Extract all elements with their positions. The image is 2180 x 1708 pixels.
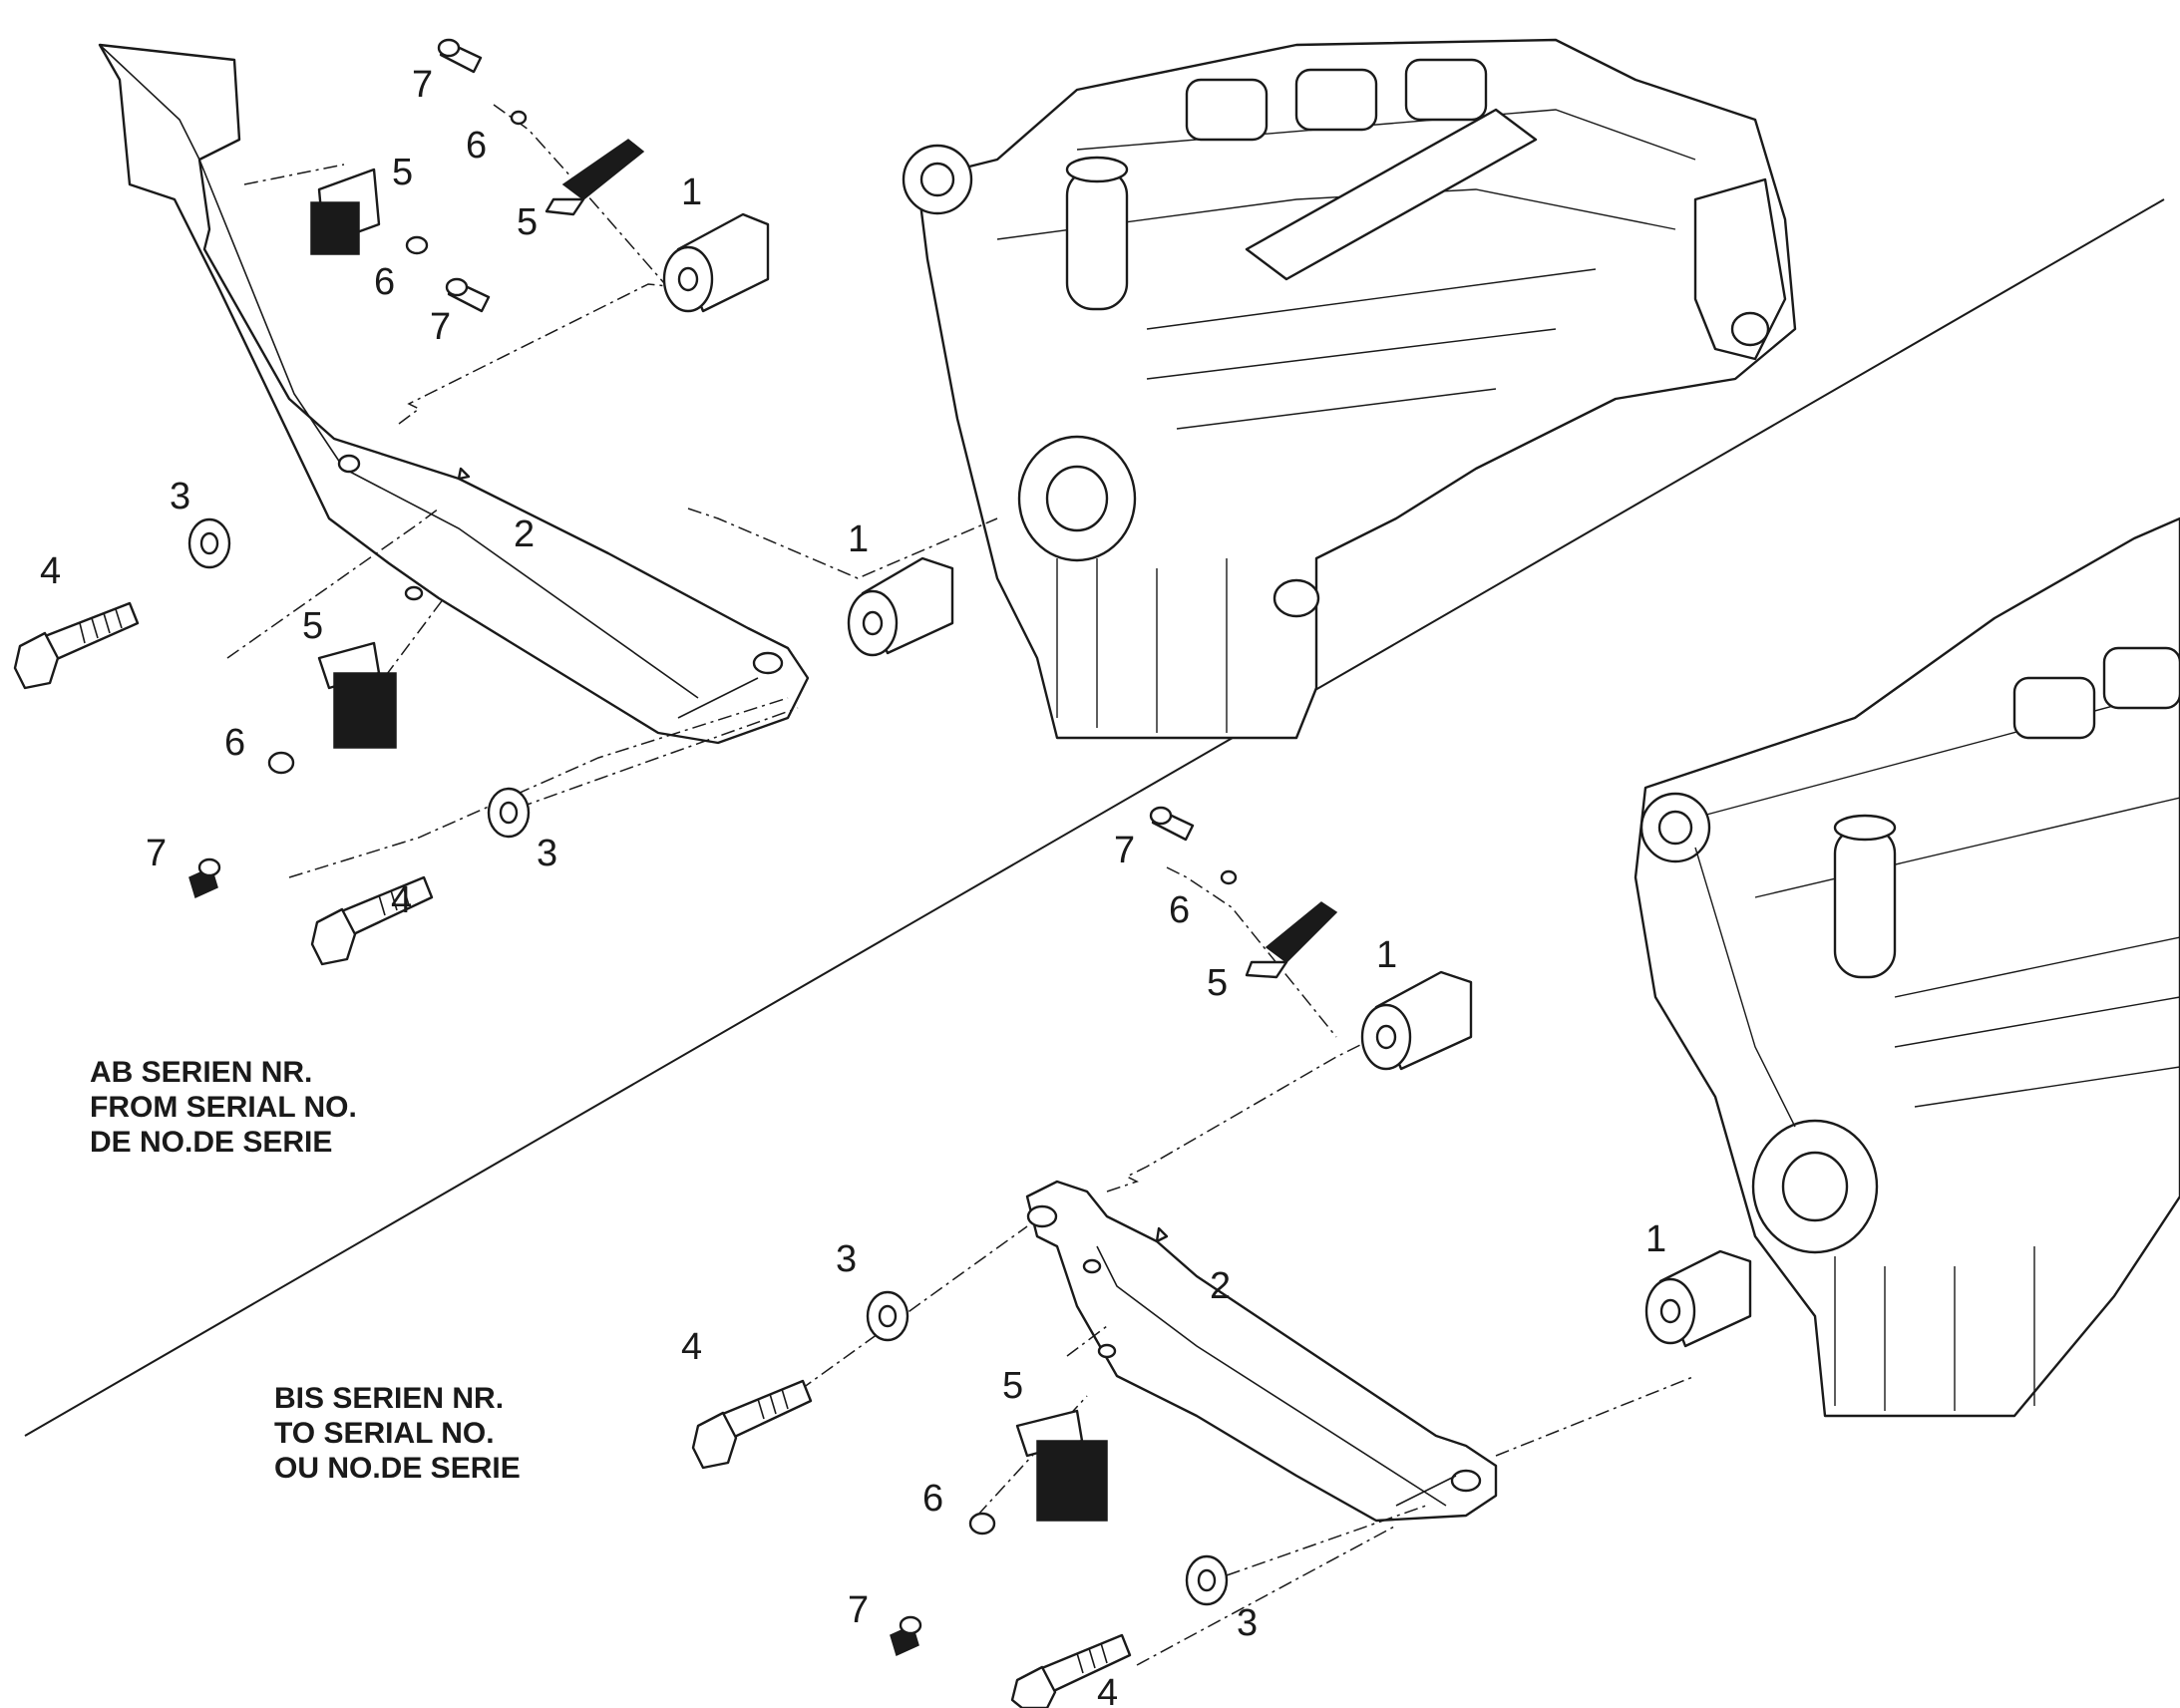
leaders-lower bbox=[777, 866, 1696, 1666]
callout-1-upper-bottom: 1 bbox=[848, 518, 869, 560]
callout-6-upper-c: 6 bbox=[224, 722, 245, 764]
washer6-upper-c bbox=[267, 751, 295, 775]
callout-4-lower-right: 4 bbox=[1097, 1672, 1118, 1708]
bolt-lower-left bbox=[691, 1379, 813, 1470]
callout-3-upper-left: 3 bbox=[170, 476, 190, 517]
engine-upper bbox=[902, 38, 1797, 740]
callout-6-upper-a: 6 bbox=[374, 261, 395, 303]
callout-7-lower-b: 7 bbox=[848, 1589, 869, 1631]
section-divider bbox=[24, 198, 2165, 1437]
callout-5-upper-c: 5 bbox=[302, 605, 323, 647]
lower-variant: 1 1 2 3 3 4 4 5 5 6 6 7 7 BIS SERIEN NR.… bbox=[274, 516, 2180, 1708]
callout-6-lower-b: 6 bbox=[922, 1478, 943, 1520]
washer6-upper-a bbox=[405, 235, 429, 255]
callout-5-upper-a: 5 bbox=[392, 152, 413, 193]
washer-lower-left bbox=[866, 1290, 909, 1342]
callout-1-lower-top: 1 bbox=[1376, 934, 1397, 976]
callout-6-lower-a: 6 bbox=[1169, 889, 1190, 931]
callout-7-lower-a: 7 bbox=[1114, 830, 1135, 871]
washer-upper-left bbox=[187, 517, 231, 569]
plate-upper-b bbox=[545, 139, 645, 216]
washer-upper-right bbox=[487, 787, 531, 839]
engine-lower bbox=[1634, 516, 2180, 1418]
callout-4-upper-right: 4 bbox=[391, 879, 412, 921]
bracket-upper bbox=[98, 43, 810, 745]
callout-1-lower-bottom: 1 bbox=[1645, 1218, 1666, 1260]
callout-3-lower-right: 3 bbox=[1237, 1602, 1258, 1644]
callout-3-upper-right: 3 bbox=[537, 833, 557, 874]
callout-2-upper: 2 bbox=[514, 513, 535, 555]
callout-7-upper-b: 7 bbox=[430, 306, 451, 348]
callout-5-lower-b: 5 bbox=[1002, 1365, 1023, 1407]
serial-note-upper-line3: DE NO.DE SERIE bbox=[90, 1126, 332, 1159]
callout-7-upper-c: 7 bbox=[146, 833, 167, 874]
callout-5-lower-a: 5 bbox=[1207, 962, 1228, 1004]
serial-note-lower-line1: BIS SERIEN NR. bbox=[274, 1382, 504, 1415]
bolt-upper-right bbox=[310, 875, 434, 966]
washer6-upper-b bbox=[510, 110, 528, 126]
washer-lower-right bbox=[1185, 1554, 1229, 1606]
washer6-lower-b bbox=[968, 1512, 996, 1536]
upper-variant: 1 1 2 3 3 4 4 5 5 5 6 6 6 7 7 7 AB SERIE… bbox=[13, 38, 1797, 1159]
plate-lower-a bbox=[1245, 901, 1338, 979]
bushing-lower-top bbox=[1360, 970, 1473, 1071]
screw7-upper-c bbox=[188, 857, 221, 899]
screw7-upper-a bbox=[437, 38, 483, 74]
plate-upper-a bbox=[310, 168, 381, 255]
serial-note-lower-line3: OU NO.DE SERIE bbox=[274, 1452, 521, 1485]
serial-note-lower-line2: TO SERIAL NO. bbox=[274, 1417, 495, 1450]
serial-note-upper-line1: AB SERIEN NR. bbox=[90, 1056, 312, 1089]
screw7-lower-b bbox=[890, 1615, 922, 1657]
plate-lower-b bbox=[1015, 1409, 1108, 1522]
screw7-lower-a bbox=[1149, 806, 1195, 842]
bracket-lower bbox=[1025, 1180, 1498, 1523]
callout-6-upper-b: 6 bbox=[466, 125, 487, 167]
callout-1-upper-top: 1 bbox=[681, 171, 702, 213]
serial-note-upper-line2: FROM SERIAL NO. bbox=[90, 1091, 357, 1124]
bushing-upper-top bbox=[662, 212, 770, 313]
bushing-upper-bottom bbox=[847, 556, 954, 657]
washer6-lower-a bbox=[1220, 869, 1238, 885]
callout-4-upper-left: 4 bbox=[40, 550, 61, 592]
callout-5-upper-b: 5 bbox=[517, 201, 538, 243]
callout-4-lower-left: 4 bbox=[681, 1326, 702, 1368]
bushing-lower-bottom bbox=[1644, 1249, 1752, 1348]
plate-upper-c bbox=[317, 641, 397, 749]
screw7-upper-b bbox=[445, 277, 491, 313]
callout-2-lower: 2 bbox=[1210, 1265, 1231, 1307]
callout-3-lower-left: 3 bbox=[836, 1238, 857, 1280]
bolt-upper-left bbox=[13, 601, 140, 690]
callout-7-upper-a: 7 bbox=[412, 64, 433, 106]
bolt-lower-right bbox=[1010, 1633, 1132, 1708]
